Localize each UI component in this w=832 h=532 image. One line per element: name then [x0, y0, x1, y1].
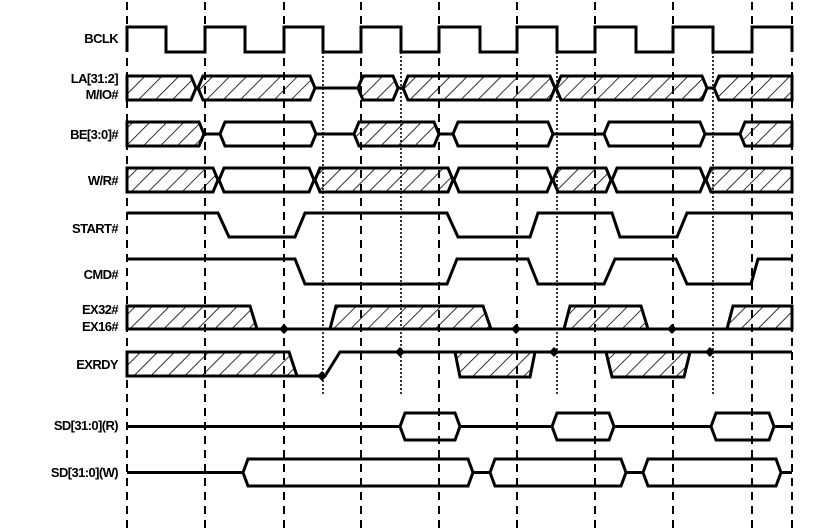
ex-hatch-fill	[127, 306, 257, 329]
exrdy-hatch-fill	[455, 352, 535, 377]
bclk-waveform	[125, 25, 794, 54]
exrdy-hatch-fill	[606, 352, 690, 377]
wr-hatch-fill	[553, 168, 611, 192]
sample-point-diamond-icon	[279, 324, 289, 334]
sample-point-diamond-icon	[511, 324, 521, 334]
be-hatch-fill	[127, 122, 204, 146]
la-hatch-fill	[127, 76, 196, 100]
signal-label-be: BE[3:0]#	[70, 127, 119, 142]
la-dont-care-segment	[712, 74, 794, 102]
exrdy-waveform	[297, 350, 792, 378]
wr-valid-segment	[610, 166, 707, 194]
signal-label-ex: EX32#	[82, 302, 119, 317]
la-hatch-fill	[714, 76, 792, 100]
ex-hatch-fill	[564, 306, 648, 329]
sample-point-diamond-icon	[667, 324, 677, 334]
la-hatch-fill	[556, 76, 707, 100]
exrdy-hatch-fill	[127, 352, 297, 376]
be-hatch-fill	[740, 122, 792, 146]
start-waveform	[127, 211, 792, 239]
signal-label-sdw: SD[31:0](W)	[51, 465, 118, 480]
ex-hatch-fill	[330, 306, 491, 329]
be-valid-segment	[451, 120, 555, 148]
signal-label-start: START#	[72, 221, 119, 236]
signal-label-la: LA[31:2]	[71, 71, 118, 86]
wr-hatch-fill	[315, 168, 453, 192]
sdr-valid-segment	[398, 411, 462, 442]
la-hatch-fill	[198, 76, 315, 100]
la-dont-care-segment	[125, 74, 198, 102]
exrdy-dont-care-segment	[604, 350, 692, 379]
la-hatch-fill	[358, 76, 398, 100]
ex-hatch-fill	[727, 306, 792, 329]
signal-label-la: M/IO#	[86, 87, 120, 102]
wr-hatch-fill	[127, 168, 218, 192]
be-dont-care-segment	[738, 120, 794, 148]
sample-point-diamond-icon	[549, 347, 559, 357]
signal-label-exrdy: EXRDY	[76, 357, 119, 372]
sdw-valid-segment	[641, 457, 783, 488]
exrdy-dont-care-segment	[125, 350, 300, 378]
wr-dont-care-segment	[704, 166, 794, 194]
wr-valid-segment	[452, 166, 554, 194]
signal-label-sdr: SD[31:0](R)	[54, 418, 118, 433]
signal-label-wr: W/R#	[88, 173, 119, 188]
cmd-waveform	[127, 257, 792, 286]
wr-hatch-fill	[706, 168, 792, 192]
signal-label-cmd: CMD#	[84, 267, 120, 282]
signal-label-ex: EX16#	[82, 319, 119, 334]
sdr-valid-segment	[709, 411, 776, 442]
sdw-valid-segment	[488, 457, 628, 488]
sdr-valid-segment	[550, 411, 616, 442]
be-hatch-fill	[354, 122, 439, 146]
be-valid-segment	[218, 120, 318, 148]
exrdy-dont-care-segment	[453, 350, 537, 379]
sample-point-diamond-icon	[705, 347, 715, 357]
signal-label-bclk: BCLK	[84, 31, 119, 46]
sample-point-diamond-icon	[317, 371, 327, 381]
be-valid-segment	[602, 120, 707, 148]
sample-point-diamond-icon	[395, 347, 405, 357]
la-hatch-fill	[403, 76, 555, 100]
wr-valid-segment	[217, 166, 316, 194]
